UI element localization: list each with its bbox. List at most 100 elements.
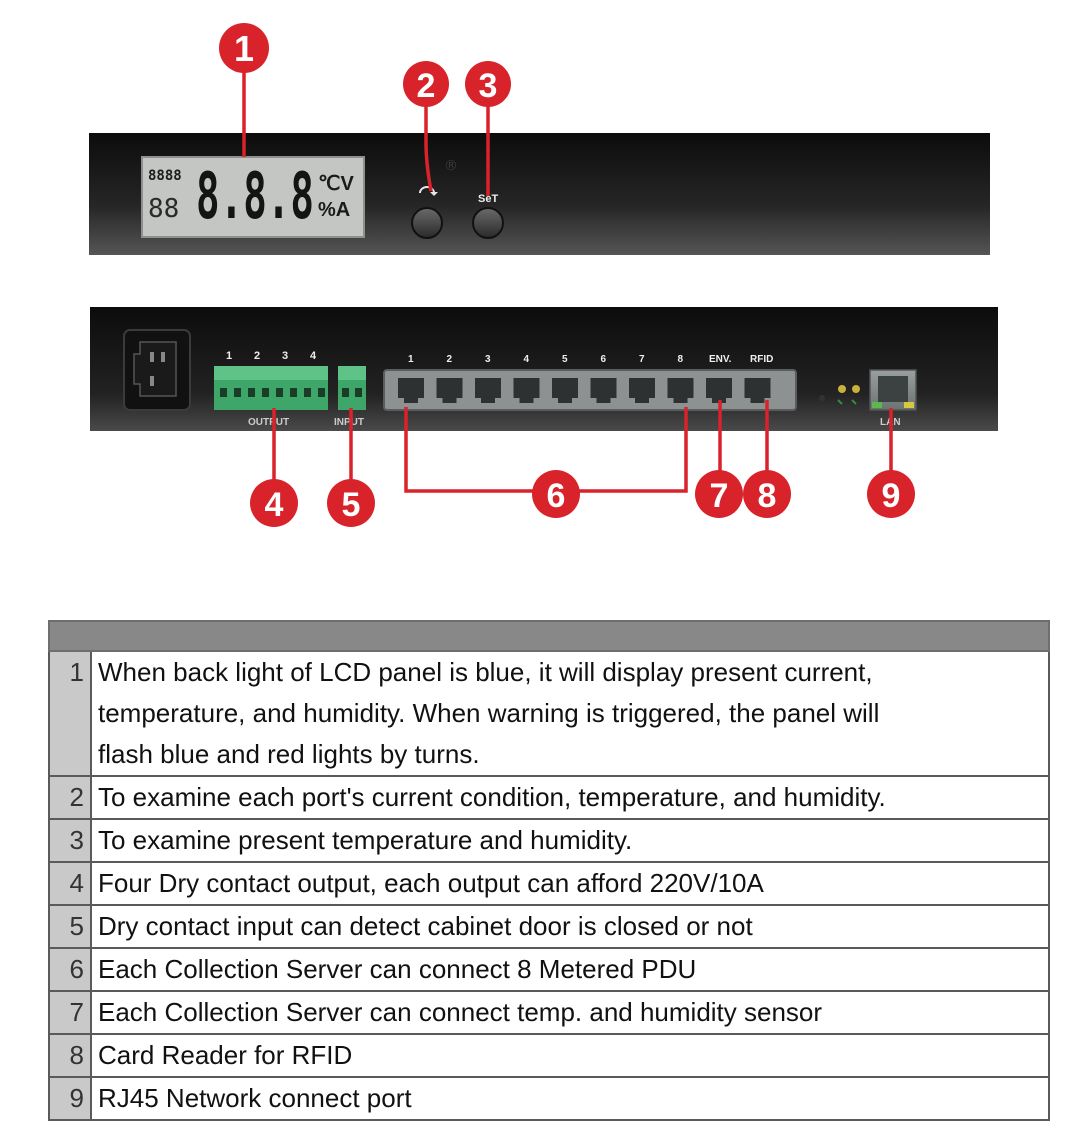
legend-row-number: 7: [48, 990, 92, 1035]
callout-4-badge: [250, 479, 298, 527]
legend-row-number: 4: [48, 861, 92, 906]
rj45-port-7: [629, 378, 655, 403]
callout-6: 6: [547, 477, 566, 515]
callout-8: 8: [758, 477, 777, 515]
legend-row-number: 9: [48, 1076, 92, 1121]
callout-3: 3: [479, 67, 498, 105]
legend-description-line: Dry contact input can detect cabinet doo…: [98, 911, 753, 941]
set-button[interactable]: SeT: [472, 193, 504, 239]
callout-4: 4: [265, 486, 284, 524]
callout-5-badge: [327, 479, 375, 527]
port-number-8: 8: [678, 354, 684, 365]
port-number-2: 2: [447, 354, 453, 365]
legend-row-number: 6: [48, 947, 92, 992]
set-label: SeT: [478, 193, 498, 205]
legend-description-line: Each Collection Server can connect temp.…: [98, 997, 823, 1027]
port-number-5: 5: [562, 354, 568, 365]
legend-description-line: To examine present temperature and humid…: [98, 825, 633, 855]
legend-description-line: temperature, and humidity. When warning …: [98, 698, 880, 728]
legend-description-line: Four Dry contact output, each output can…: [98, 868, 764, 898]
env-label: ENV.: [709, 354, 732, 365]
input-label: INPUT: [334, 417, 364, 428]
rj45-port-3: [475, 378, 501, 403]
output-number-1: 1: [226, 350, 232, 362]
legend-row-description: When back light of LCD panel is blue, it…: [90, 650, 1050, 777]
device-diagram: 8888 88 8.8.8 ℃V %A ® SeT: [89, 23, 998, 527]
legend-row-description: Each Collection Server can connect 8 Met…: [90, 947, 1050, 992]
rj45-port-1: [398, 378, 424, 403]
port-number-7: 7: [639, 354, 645, 365]
legend-header: [48, 620, 1050, 652]
legend-row-description: Four Dry contact output, each output can…: [90, 861, 1050, 906]
env-port: [706, 378, 732, 403]
status-leds: [819, 385, 860, 405]
callout-1: 1: [234, 28, 254, 69]
legend-description-line: flash blue and red lights by turns.: [98, 739, 480, 769]
callout-1-badge: [219, 23, 269, 73]
lan-port: LAN: [869, 369, 917, 428]
legend-row-description: Card Reader for RFID: [90, 1033, 1050, 1078]
legend-row-number: 3: [48, 818, 92, 863]
rfid-label: RFID: [750, 354, 773, 365]
lcd-main-digits: 8.8.8: [196, 160, 314, 234]
input-terminal-block: INPUT: [334, 366, 366, 428]
lcd-small-top: 8888: [148, 168, 182, 184]
output-number-2: 2: [254, 350, 260, 362]
callout-7: 7: [710, 477, 729, 515]
callout-3-badge: [465, 61, 511, 107]
legend-row-description: To examine present temperature and humid…: [90, 818, 1050, 863]
port-number-3: 3: [485, 354, 491, 365]
legend-description-line: Card Reader for RFID: [98, 1040, 353, 1070]
callout-badges: 1 2 3 4 5 6 7 8 9: [219, 23, 915, 527]
rj45-port-4: [513, 378, 540, 403]
logo-mark: ®: [444, 158, 458, 174]
cycle-arrow-icon: [430, 192, 438, 196]
rj45-port-6: [590, 378, 617, 403]
output-number-4: 4: [310, 350, 317, 362]
lcd-small-bottom: 88: [148, 194, 179, 224]
legend-row-number: 8: [48, 1033, 92, 1078]
legend-row-number: 5: [48, 904, 92, 949]
legend-row-number: 2: [48, 775, 92, 820]
callout-2-badge: [403, 61, 449, 107]
output-terminal-block: 1 2 3 4 OUTPUT: [214, 350, 328, 428]
output-number-3: 3: [282, 350, 288, 362]
output-label: OUTPUT: [248, 417, 289, 428]
lcd-display: 8888 88 8.8.8 ℃V %A: [141, 156, 365, 238]
callout-6-badge: [532, 470, 580, 518]
power-inlet: [123, 329, 191, 411]
legend-description-line: To examine each port's current condition…: [98, 782, 886, 812]
legend-row-description: To examine each port's current condition…: [90, 775, 1050, 820]
rfid-port: [744, 378, 771, 403]
legend-row-number: 1: [48, 650, 92, 777]
rj45-port-5: [552, 378, 578, 403]
cycle-icon: [419, 186, 435, 194]
legend-row-description: Each Collection Server can connect temp.…: [90, 990, 1050, 1035]
legend-description-line: RJ45 Network connect port: [98, 1083, 412, 1113]
callout-9-badge: [867, 470, 915, 518]
callout-5: 5: [342, 486, 361, 524]
callout-9: 9: [882, 477, 901, 515]
callout-8-badge: [743, 470, 791, 518]
lcd-unit-top: ℃V: [318, 173, 354, 195]
port-number-4: 4: [524, 354, 530, 365]
port-number-6: 6: [601, 354, 607, 365]
rj45-port-2: [436, 378, 463, 403]
cycle-button[interactable]: [411, 186, 443, 239]
legend-header-row: [48, 620, 1050, 652]
rj45-port-8: [667, 378, 694, 403]
callout-7-badge: [695, 470, 743, 518]
callout-2: 2: [417, 67, 436, 105]
front-panel: 8888 88 8.8.8 ℃V %A ® SeT: [89, 133, 990, 255]
